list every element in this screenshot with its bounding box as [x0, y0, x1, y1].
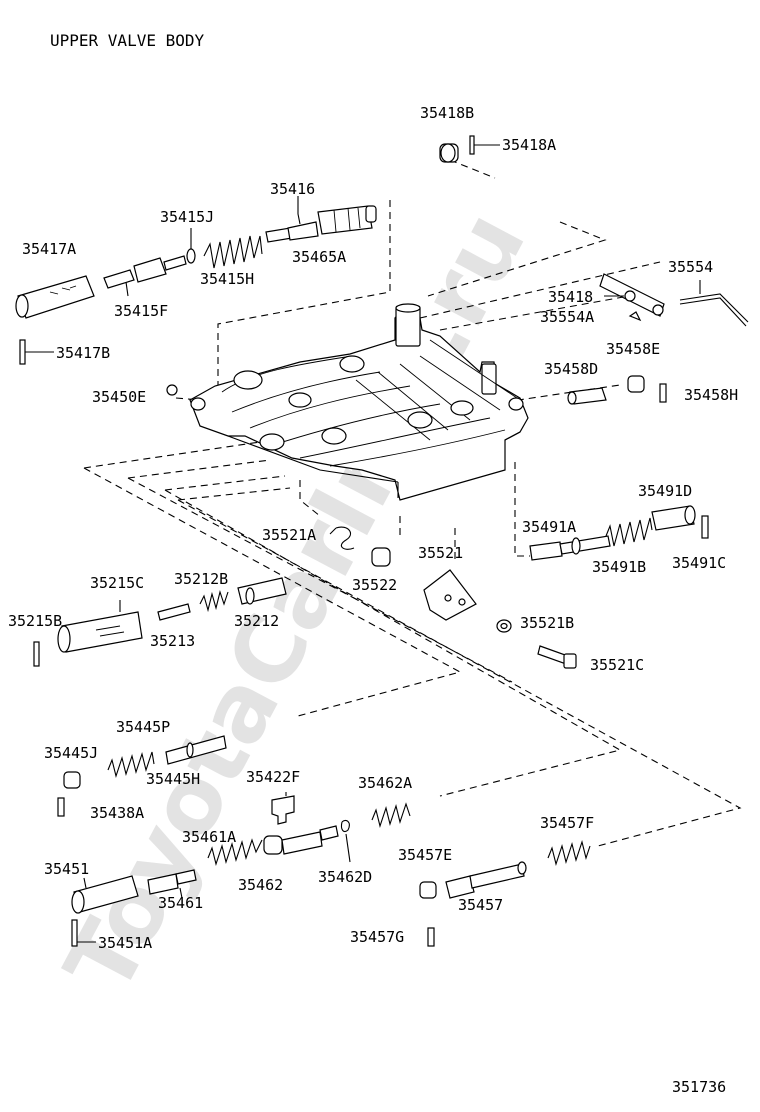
label-35521c: 35521C — [590, 656, 644, 674]
valve-35415f — [103, 255, 187, 297]
valve-35416 — [265, 196, 319, 243]
spring-35457f — [547, 840, 591, 866]
clip-35422f — [271, 792, 295, 825]
valve-35445h — [165, 735, 227, 765]
plug-35458d — [567, 387, 607, 405]
label-35521: 35521 — [418, 544, 463, 562]
label-35450e: 35450E — [92, 388, 146, 406]
label-35416: 35416 — [270, 180, 315, 198]
washer-35521b — [496, 619, 512, 633]
pin-35418a — [469, 135, 500, 155]
label-35418a: 35418A — [502, 136, 556, 154]
spring-35491b — [605, 517, 653, 547]
valve-35491a — [529, 535, 611, 561]
label-35521b: 35521B — [520, 614, 574, 632]
label-35215c: 35215C — [90, 574, 144, 592]
label-35457f: 35457F — [540, 814, 594, 832]
pin-35438a — [57, 797, 65, 817]
label-35554a: 35554A — [540, 308, 594, 326]
valve-35462 — [281, 825, 339, 855]
roller-35522 — [371, 547, 391, 567]
label-35212: 35212 — [234, 612, 279, 630]
rod-35554 — [679, 280, 749, 327]
label-35491a: 35491A — [522, 518, 576, 536]
clip-35554a — [628, 311, 642, 322]
label-35462a: 35462A — [358, 774, 412, 792]
lever-35418 — [599, 273, 665, 317]
label-35451: 35451 — [44, 860, 89, 878]
spring-35415h — [203, 235, 263, 269]
sleeve-35215c — [57, 600, 143, 653]
label-35554: 35554 — [668, 258, 713, 276]
valve-35461 — [147, 869, 197, 899]
label-35491c: 35491C — [672, 554, 726, 572]
label-35465a: 35465A — [292, 248, 346, 266]
plug-35457e — [419, 881, 437, 899]
label-35458h: 35458H — [684, 386, 738, 404]
bolt-35521c — [537, 645, 577, 669]
spring-35462a — [371, 802, 411, 828]
label-35445h: 35445H — [146, 770, 200, 788]
pin-35417b — [19, 339, 54, 365]
plug-35418b — [439, 143, 459, 163]
valve-35213 — [157, 603, 191, 621]
label-35212b: 35212B — [174, 570, 228, 588]
figure-number: 351736 — [672, 1078, 726, 1096]
pin-35457g — [427, 927, 435, 947]
label-35445p: 35445P — [116, 718, 170, 736]
spring-35212b — [199, 590, 229, 613]
label-35461: 35461 — [158, 894, 203, 912]
ball-35450e — [166, 384, 178, 396]
label-35461a: 35461A — [182, 828, 236, 846]
label-35415h: 35415H — [200, 270, 254, 288]
label-35438a: 35438A — [90, 804, 144, 822]
label-35462d: 35462D — [318, 868, 372, 886]
ring-35462d — [340, 819, 351, 863]
upper-valve-body-housing — [189, 303, 529, 501]
sleeve-35451 — [71, 875, 139, 914]
valve-35212 — [237, 577, 287, 605]
pin-35215b — [33, 641, 40, 667]
label-35457g: 35457G — [350, 928, 404, 946]
label-35458d: 35458D — [544, 360, 598, 378]
valve-35457 — [445, 861, 527, 899]
label-35415j: 35415J — [160, 208, 214, 226]
plug-35491d — [651, 505, 696, 531]
label-35445j: 35445J — [44, 744, 98, 762]
diagram-title: UPPER VALVE BODY — [50, 31, 204, 50]
plug-35462 — [263, 835, 283, 855]
label-35462: 35462 — [238, 876, 283, 894]
plug-35445j — [63, 771, 81, 789]
label-35521a: 35521A — [262, 526, 316, 544]
spring-35461a — [207, 838, 263, 866]
label-35491b: 35491B — [592, 558, 646, 576]
label-35213: 35213 — [150, 632, 195, 650]
pin-35451a — [71, 919, 96, 947]
label-35491d: 35491D — [638, 482, 692, 500]
pin-35458h — [659, 383, 667, 403]
label-35418: 35418 — [548, 288, 593, 306]
label-35422f: 35422F — [246, 768, 300, 786]
label-35418b: 35418B — [420, 104, 474, 122]
label-35457e: 35457E — [398, 846, 452, 864]
spring-35445p — [107, 751, 155, 778]
assembly-dashed-lines — [83, 159, 742, 847]
label-35457: 35457 — [458, 896, 503, 914]
valve-35465a — [317, 205, 377, 235]
pin-35491c — [701, 515, 709, 539]
part-labels: 35418B 35418A 35416 35415J 35417A 35415H… — [8, 104, 738, 952]
detent-plate-35521 — [423, 569, 477, 621]
sleeve-35417a — [15, 275, 95, 319]
ring-35415j — [186, 228, 196, 264]
label-35215b: 35215B — [8, 612, 62, 630]
spring-35521a — [329, 526, 355, 550]
label-35417b: 35417B — [56, 344, 110, 362]
label-35522: 35522 — [352, 576, 397, 594]
label-35415f: 35415F — [114, 302, 168, 320]
label-35451a: 35451A — [98, 934, 152, 952]
label-35417a: 35417A — [22, 240, 76, 258]
plug-35458e — [627, 375, 645, 393]
label-35458e: 35458E — [606, 340, 660, 358]
